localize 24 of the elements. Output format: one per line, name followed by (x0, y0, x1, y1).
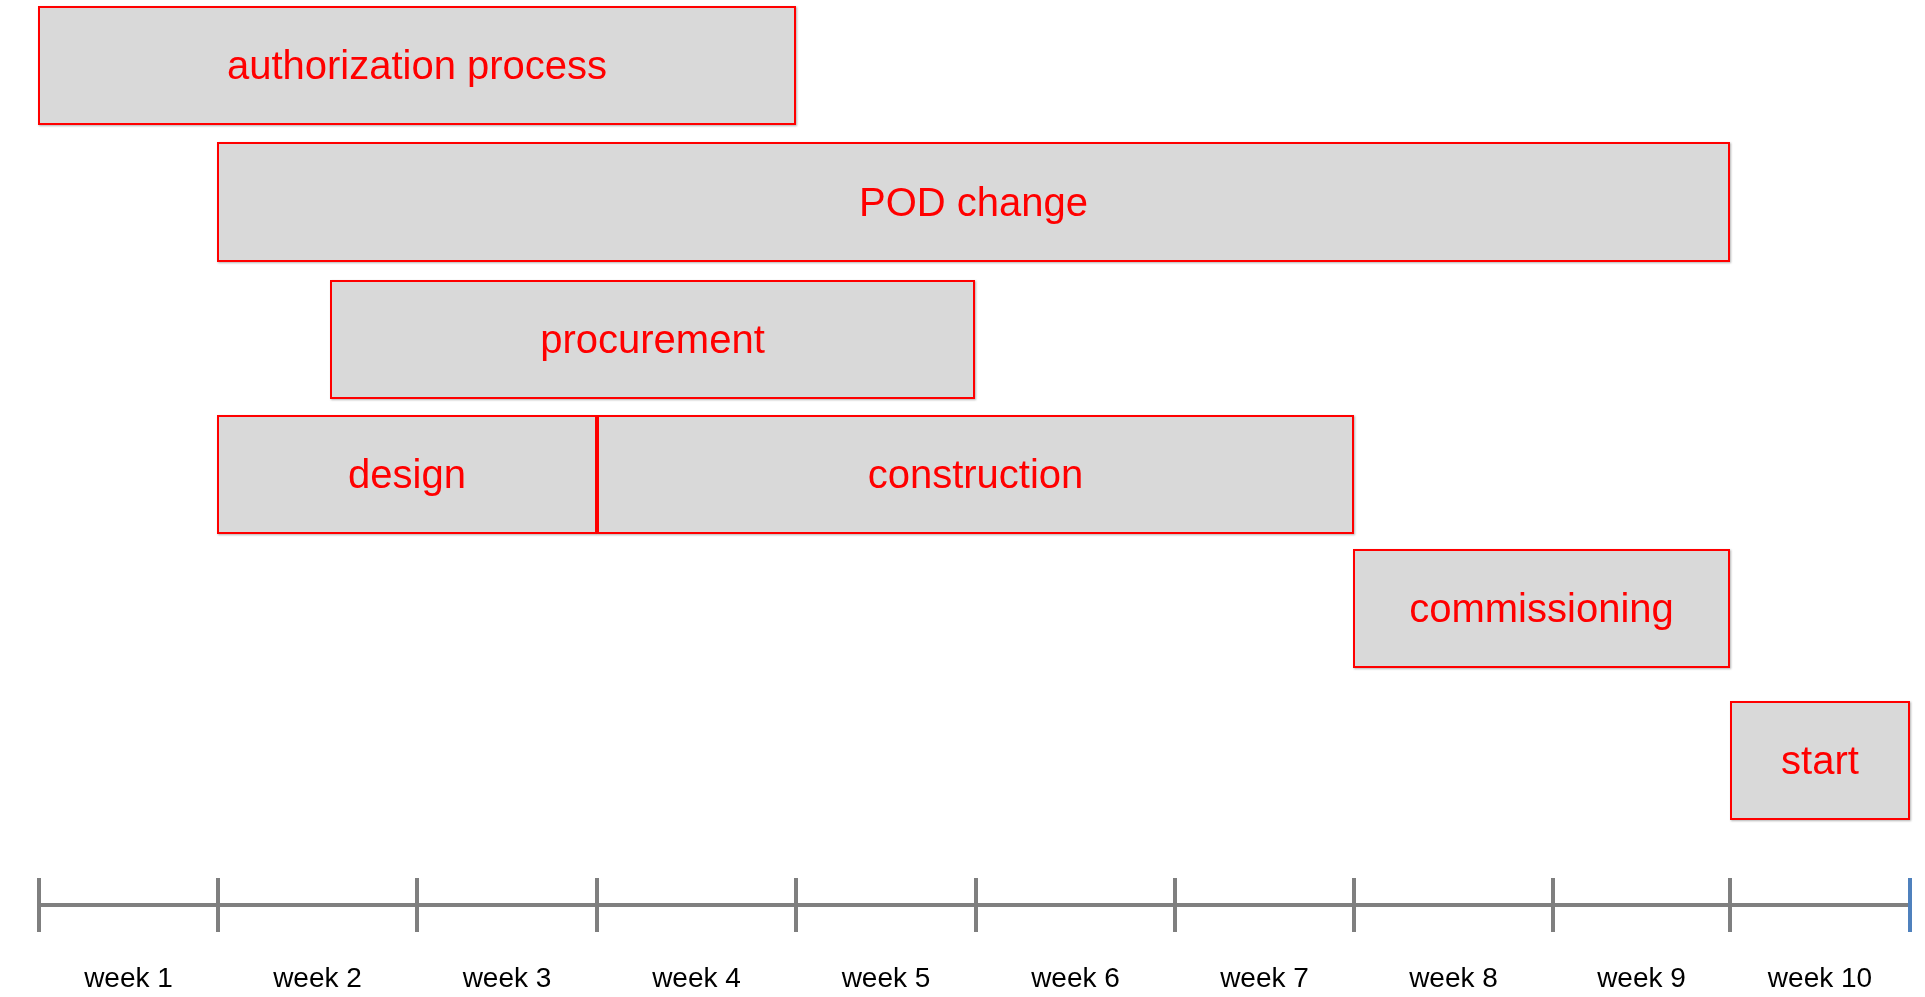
week-label: week 10 (1767, 962, 1873, 994)
task-label: commissioning (1409, 586, 1674, 631)
task-bar (1730, 701, 1910, 820)
week-label: week 5 (841, 962, 931, 994)
task-label: procurement (540, 317, 765, 362)
task-bar (597, 415, 1354, 534)
task-bar (1353, 549, 1730, 668)
task-label: construction (867, 452, 1084, 497)
week-label: week 9 (1597, 962, 1686, 994)
week-label: week 8 (1409, 962, 1498, 994)
task-bar (330, 280, 975, 399)
week-label: week 4 (652, 962, 741, 994)
task-bar (217, 142, 1730, 262)
task-bar (217, 415, 597, 534)
task-label: POD change (859, 179, 1088, 225)
week-label: week 3 (462, 962, 552, 994)
task-label: start (1781, 738, 1859, 783)
week-label: week 2 (273, 962, 362, 994)
week-label: week 1 (84, 962, 173, 994)
task-bar (38, 6, 796, 125)
task-label: design (348, 452, 466, 497)
week-label: week 7 (1220, 962, 1309, 994)
task-label: authorization process (226, 43, 608, 88)
week-label: week 6 (1031, 962, 1120, 994)
